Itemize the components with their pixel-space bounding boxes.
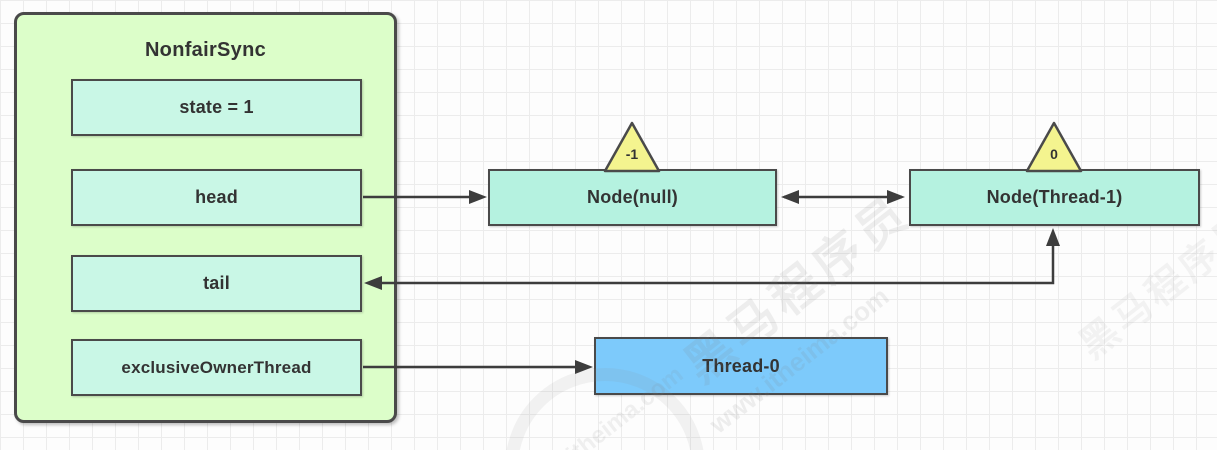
node-thread1-box: Node(Thread-1) bbox=[909, 169, 1200, 226]
waitstatus-value: 0 bbox=[1050, 146, 1058, 162]
owner-to-thread0-arrowhead bbox=[575, 360, 593, 374]
field-tail: tail bbox=[71, 255, 362, 312]
field-head: head bbox=[71, 169, 362, 226]
tail-arrowhead-left bbox=[364, 276, 382, 290]
node-thread1-arrowhead-right bbox=[887, 190, 905, 204]
nonfairsync-container: NonfairSync state = 1 head tail exclusiv… bbox=[14, 12, 397, 423]
node-null-box: Node(null) bbox=[488, 169, 777, 226]
head-to-node-null-arrowhead bbox=[469, 190, 487, 204]
node-thread1-arrowhead-up bbox=[1046, 228, 1060, 246]
field-exclusive-owner-thread: exclusiveOwnerThread bbox=[71, 339, 362, 396]
thread0-box: Thread-0 bbox=[594, 337, 888, 395]
nonfairsync-title: NonfairSync bbox=[144, 39, 267, 61]
waitstatus-value: -1 bbox=[625, 146, 639, 162]
waitstatus-badge-node-null: -1 bbox=[603, 120, 661, 174]
node-null-arrowhead-left bbox=[781, 190, 799, 204]
field-state: state = 1 bbox=[71, 79, 362, 136]
waitstatus-badge-node-thread1: 0 bbox=[1025, 120, 1083, 174]
triangle-icon bbox=[1025, 121, 1083, 173]
tail-to-node-thread1-line bbox=[368, 234, 1055, 285]
triangle-icon bbox=[603, 121, 661, 173]
